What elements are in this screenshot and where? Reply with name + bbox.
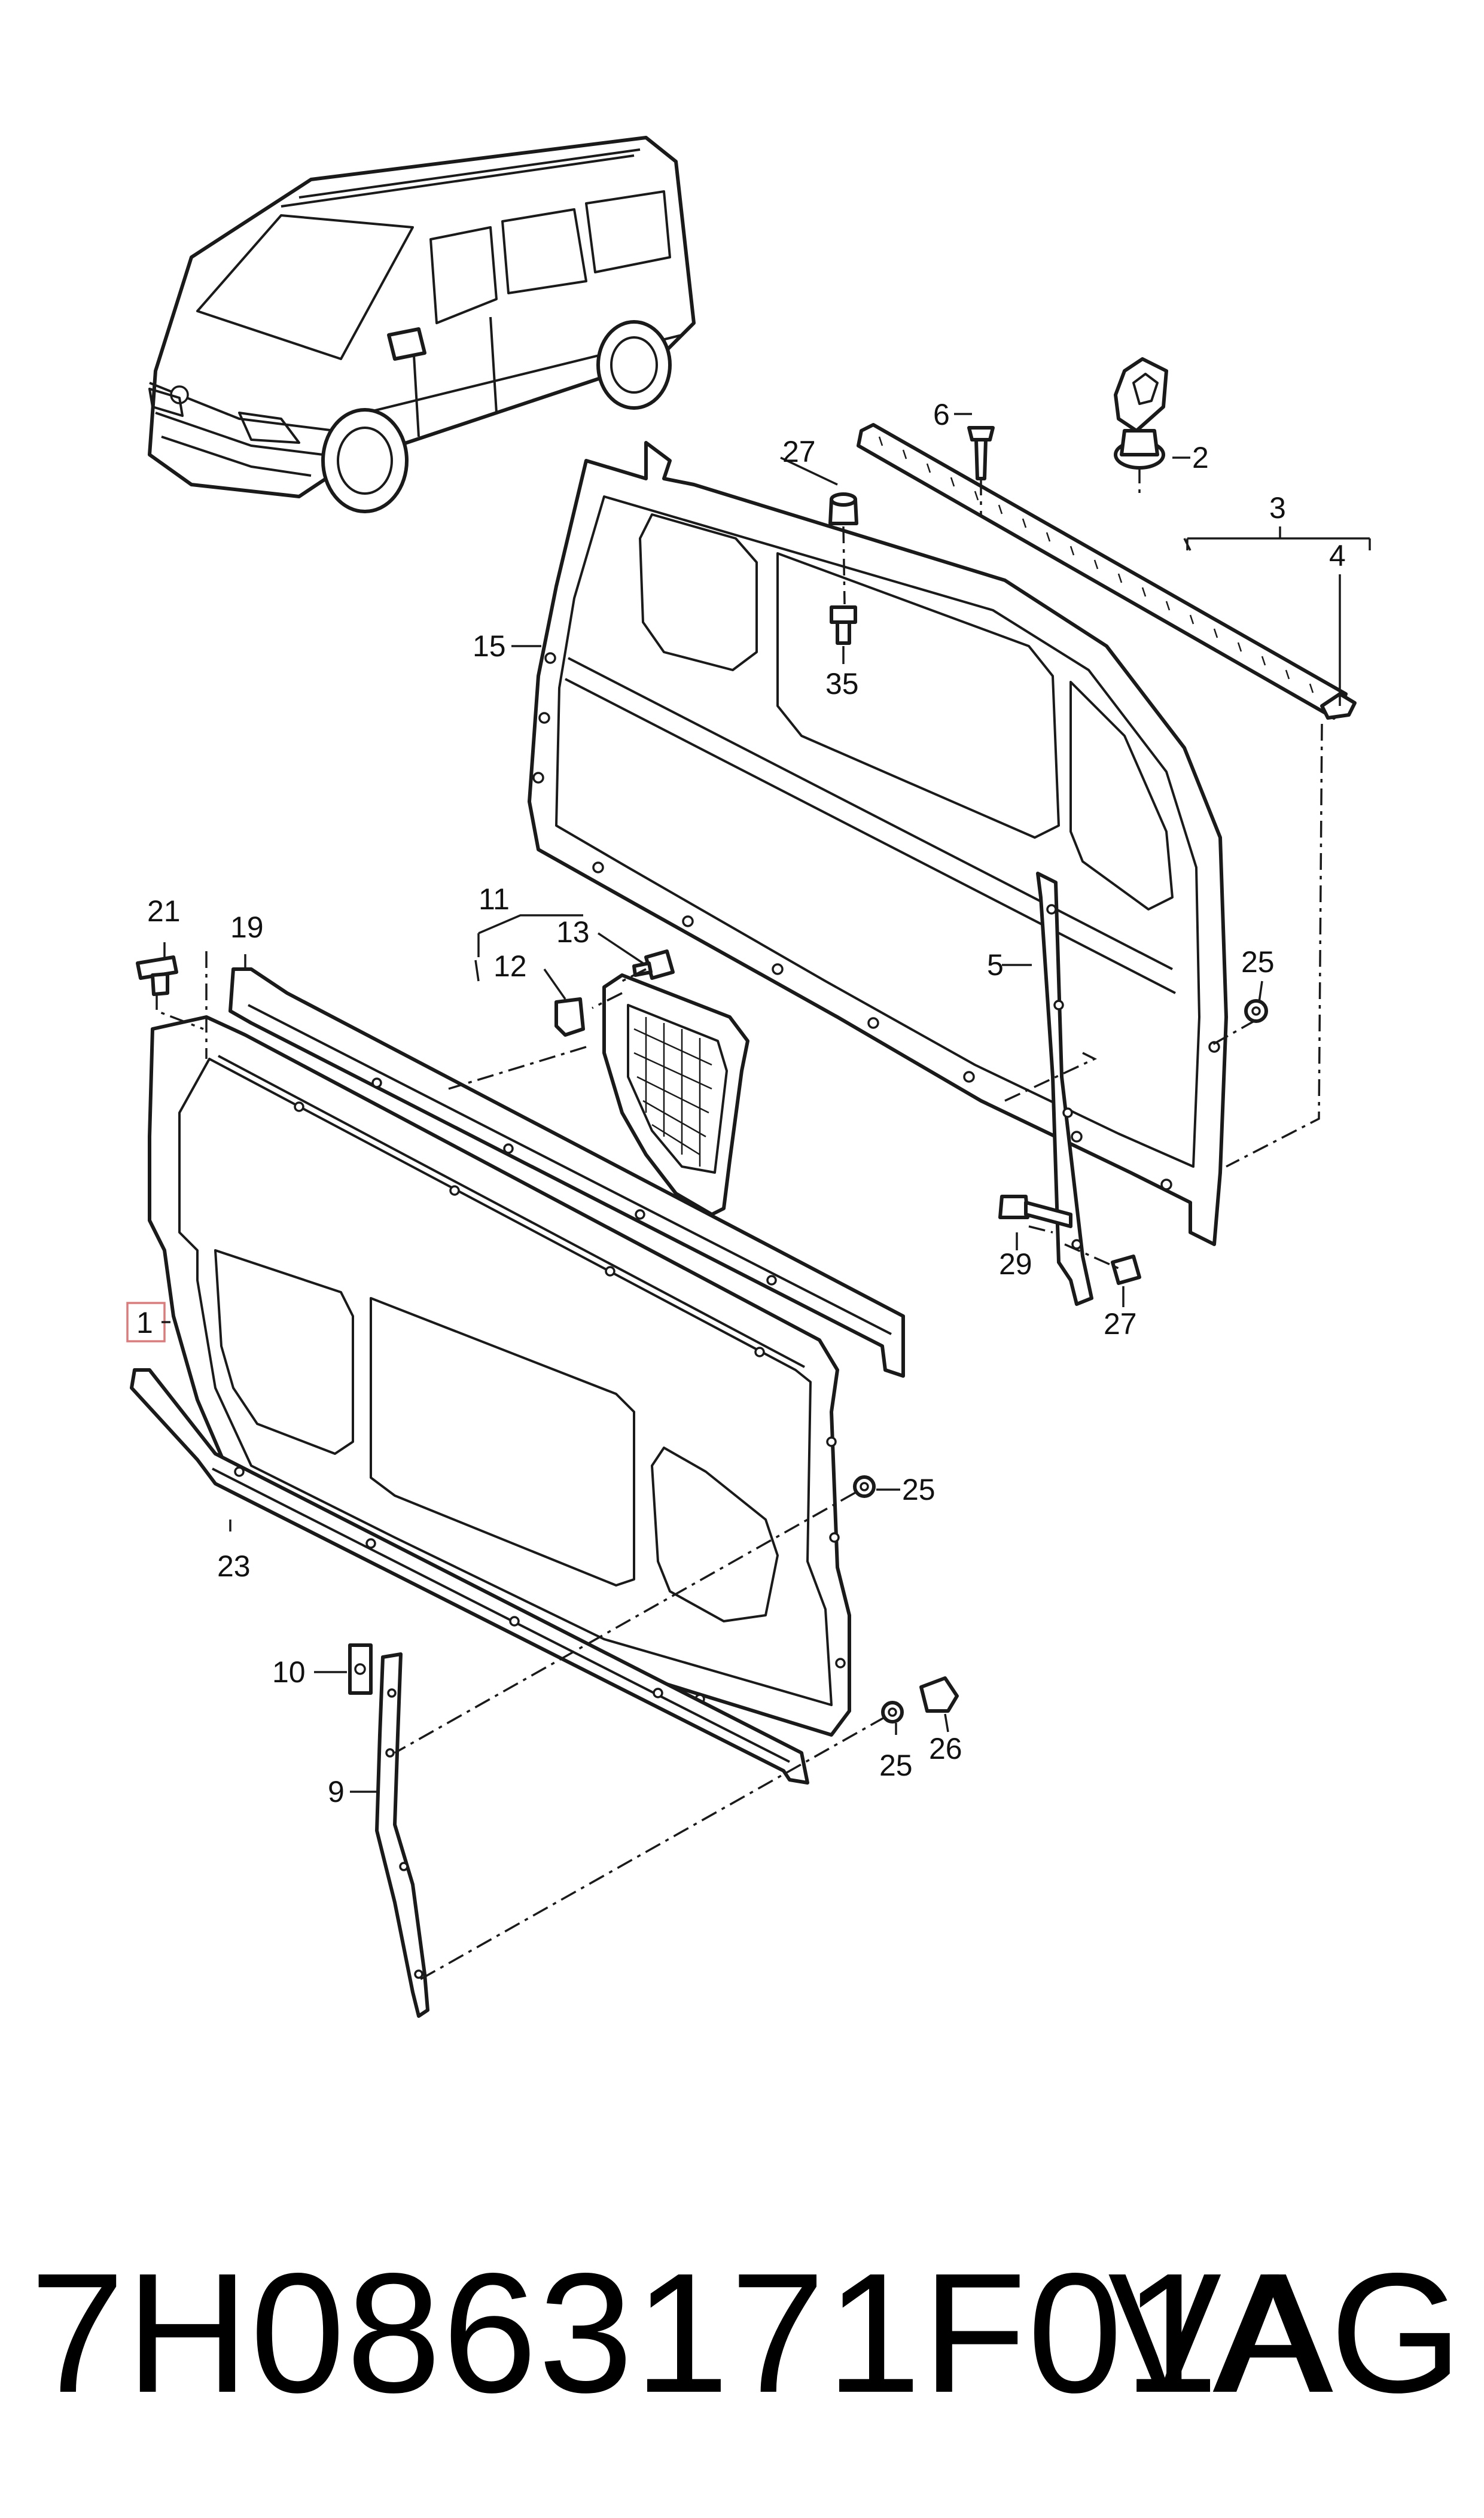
- nut-25-right: [1244, 999, 1268, 1023]
- assembly-lines: [156, 467, 1323, 1981]
- nut-25-bottom: [881, 1701, 904, 1724]
- nut-27-top: [828, 492, 858, 525]
- callout-35: 35: [825, 667, 859, 701]
- callouts: 15 27 35 6 2 3 4 5 25 29 27 21 19 11 13 …: [136, 398, 1346, 1808]
- callout-10: 10: [272, 1655, 306, 1689]
- callout-4: 4: [1329, 539, 1346, 573]
- callout-21: 21: [147, 894, 181, 928]
- brand-label: VAG: [1108, 2238, 1466, 2428]
- nut-25-middle: [853, 1475, 876, 1498]
- callout-2: 2: [1192, 441, 1209, 474]
- callout-3: 3: [1269, 491, 1286, 525]
- bracket-9: [375, 1652, 429, 2018]
- part-number: 7H0863171F01A: [30, 2238, 1335, 2428]
- screw-13: [632, 949, 675, 980]
- parts-diagram: 15 27 35 6 2 3 4 5 25 29 27 21 19 11 13 …: [126, 136, 1371, 2018]
- clip-12: [554, 997, 585, 1037]
- callout-27-bottom: 27: [1104, 1307, 1137, 1341]
- bracket-10: [348, 1643, 373, 1695]
- leader-lines: [161, 413, 1371, 1793]
- callout-1: 1: [136, 1306, 153, 1339]
- clip-26: [919, 1676, 959, 1713]
- callout-12: 12: [493, 949, 527, 983]
- callout-19: 19: [230, 911, 264, 944]
- callout-11: 11: [479, 882, 510, 916]
- bolt-29: [998, 1195, 1072, 1228]
- callout-13: 13: [556, 915, 590, 949]
- callout-25-bottom: 25: [879, 1749, 913, 1782]
- callout-27-top: 27: [782, 435, 816, 468]
- callout-26: 26: [929, 1732, 962, 1765]
- nut-27-bottom: [1111, 1255, 1141, 1285]
- screw-21: [136, 955, 178, 996]
- callout-15: 15: [473, 629, 506, 663]
- bracket-5: [1036, 872, 1093, 1306]
- rail-strip-3: [857, 423, 1357, 720]
- callout-9: 9: [328, 1775, 345, 1808]
- rivet-6: [967, 426, 995, 480]
- callout-5: 5: [987, 948, 1004, 982]
- tie-down-eye-2: [1114, 357, 1168, 470]
- callout-29: 29: [999, 1247, 1032, 1281]
- callout-25-right: 25: [1241, 945, 1275, 979]
- seal-strip-19: [228, 967, 905, 1378]
- seal-strip-23: [130, 1368, 809, 1785]
- callout-25-middle: 25: [902, 1473, 936, 1506]
- vent-grille-11: [602, 973, 749, 1216]
- callout-6: 6: [933, 398, 950, 431]
- callout-23: 23: [217, 1549, 251, 1583]
- bolt-35: [830, 605, 857, 645]
- van-illustration: [148, 136, 696, 513]
